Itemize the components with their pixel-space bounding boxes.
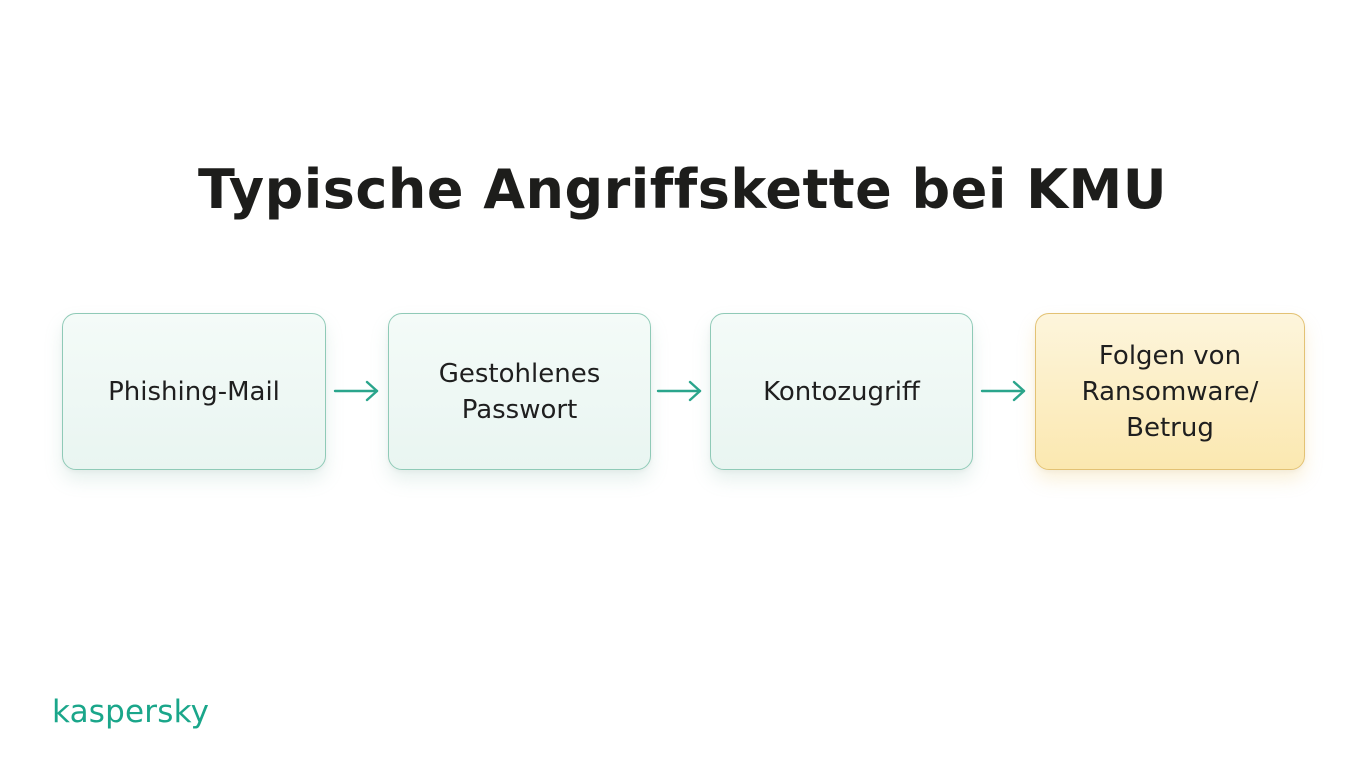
step-label: Phishing-Mail bbox=[108, 376, 280, 407]
arrow-right-icon bbox=[656, 380, 702, 402]
arrow-right-icon bbox=[333, 380, 379, 402]
step-box-consequences: Folgen von Ransomware/ Betrug bbox=[1035, 313, 1305, 470]
diagram-title: Typische Angriffskette bei KMU bbox=[197, 158, 1168, 221]
step-box-phishing-mail: Phishing-Mail bbox=[62, 313, 326, 470]
step-label: Gestohlenes Passwort bbox=[438, 358, 601, 425]
step-box-account-access: Kontozugriff bbox=[710, 313, 973, 470]
step-box-stolen-password: Gestohlenes Passwort bbox=[388, 313, 651, 470]
kaspersky-logo: kaspersky bbox=[52, 694, 210, 730]
arrow-right-icon bbox=[980, 380, 1026, 402]
step-label: Folgen von Ransomware/ Betrug bbox=[1081, 340, 1259, 443]
step-label: Kontozugriff bbox=[763, 376, 920, 407]
